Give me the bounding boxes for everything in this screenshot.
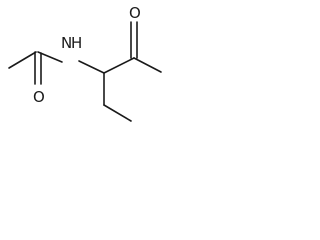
atom-label-nitrogen: N — [61, 34, 72, 52]
atom-label-oxygen-ketone: O — [129, 4, 141, 22]
atom-label-hydrogen: H — [71, 34, 82, 52]
bond-ketone-carbonyl — [130, 21, 138, 59]
bond-amide-carbonyl — [34, 51, 42, 85]
bond-methine-ketone-carbon — [103, 57, 135, 74]
bond-carbonyl-nitrogen — [37, 51, 63, 63]
bond-nitrogen-methine — [78, 60, 105, 74]
bond-acetyl-methyl — [8, 51, 37, 69]
bond-ketone-methyl — [133, 57, 162, 73]
atom-label-oxygen-amide: O — [33, 88, 45, 106]
chemical-structure-diagram: N H O O — [8, 4, 162, 122]
bond-ethyl-methyl — [103, 104, 132, 122]
